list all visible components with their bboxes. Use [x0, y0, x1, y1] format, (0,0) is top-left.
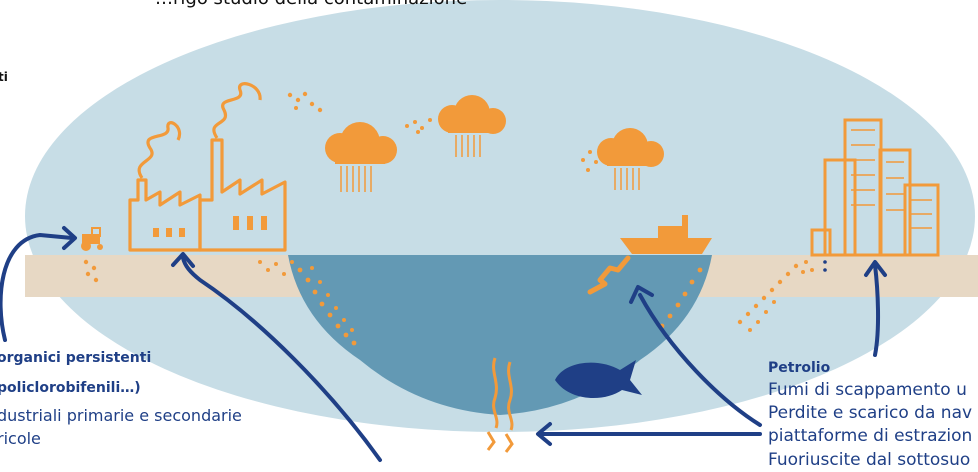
- right-panel-line: Fumi di scappamento u: [768, 380, 967, 400]
- left-panel-subtitle: policlorobifenili…): [0, 380, 141, 396]
- right-panel-line: Fuoriuscite dal sottosuo: [768, 450, 971, 470]
- arrow-icon: [0, 226, 887, 462]
- right-panel-line: Perdite e scarico da nav: [768, 403, 973, 423]
- city-dust-dots: [801, 260, 814, 274]
- cloud-rain-icon: [325, 95, 664, 192]
- left-panel-line: dustriali primarie e secondarie: [0, 406, 242, 425]
- right-panel-title: Petrolio: [768, 360, 831, 376]
- left-panel-line: ricole: [0, 429, 41, 448]
- tractor-icon: [81, 227, 103, 251]
- ship-icon: [620, 215, 712, 254]
- emission-dots: [287, 91, 598, 172]
- land-strip-right: [710, 255, 978, 297]
- land-strip-left: [25, 255, 290, 297]
- factory-icon: [128, 82, 287, 252]
- city-exhaust-dots: [823, 260, 827, 272]
- fish-icon: [555, 360, 642, 399]
- left-stub-text: ti: [0, 70, 8, 84]
- oil-spill-icon: [587, 255, 631, 295]
- seep-icon: [486, 357, 514, 453]
- left-panel-title: organici persistenti: [0, 350, 152, 366]
- sky-region: [25, 0, 975, 432]
- tractor-dust: [83, 259, 99, 283]
- right-panel-line: piattaforme di estrazion: [768, 426, 973, 446]
- top-caption: …rigo studio della contaminazione: [155, 0, 467, 9]
- city-icon: [810, 118, 940, 257]
